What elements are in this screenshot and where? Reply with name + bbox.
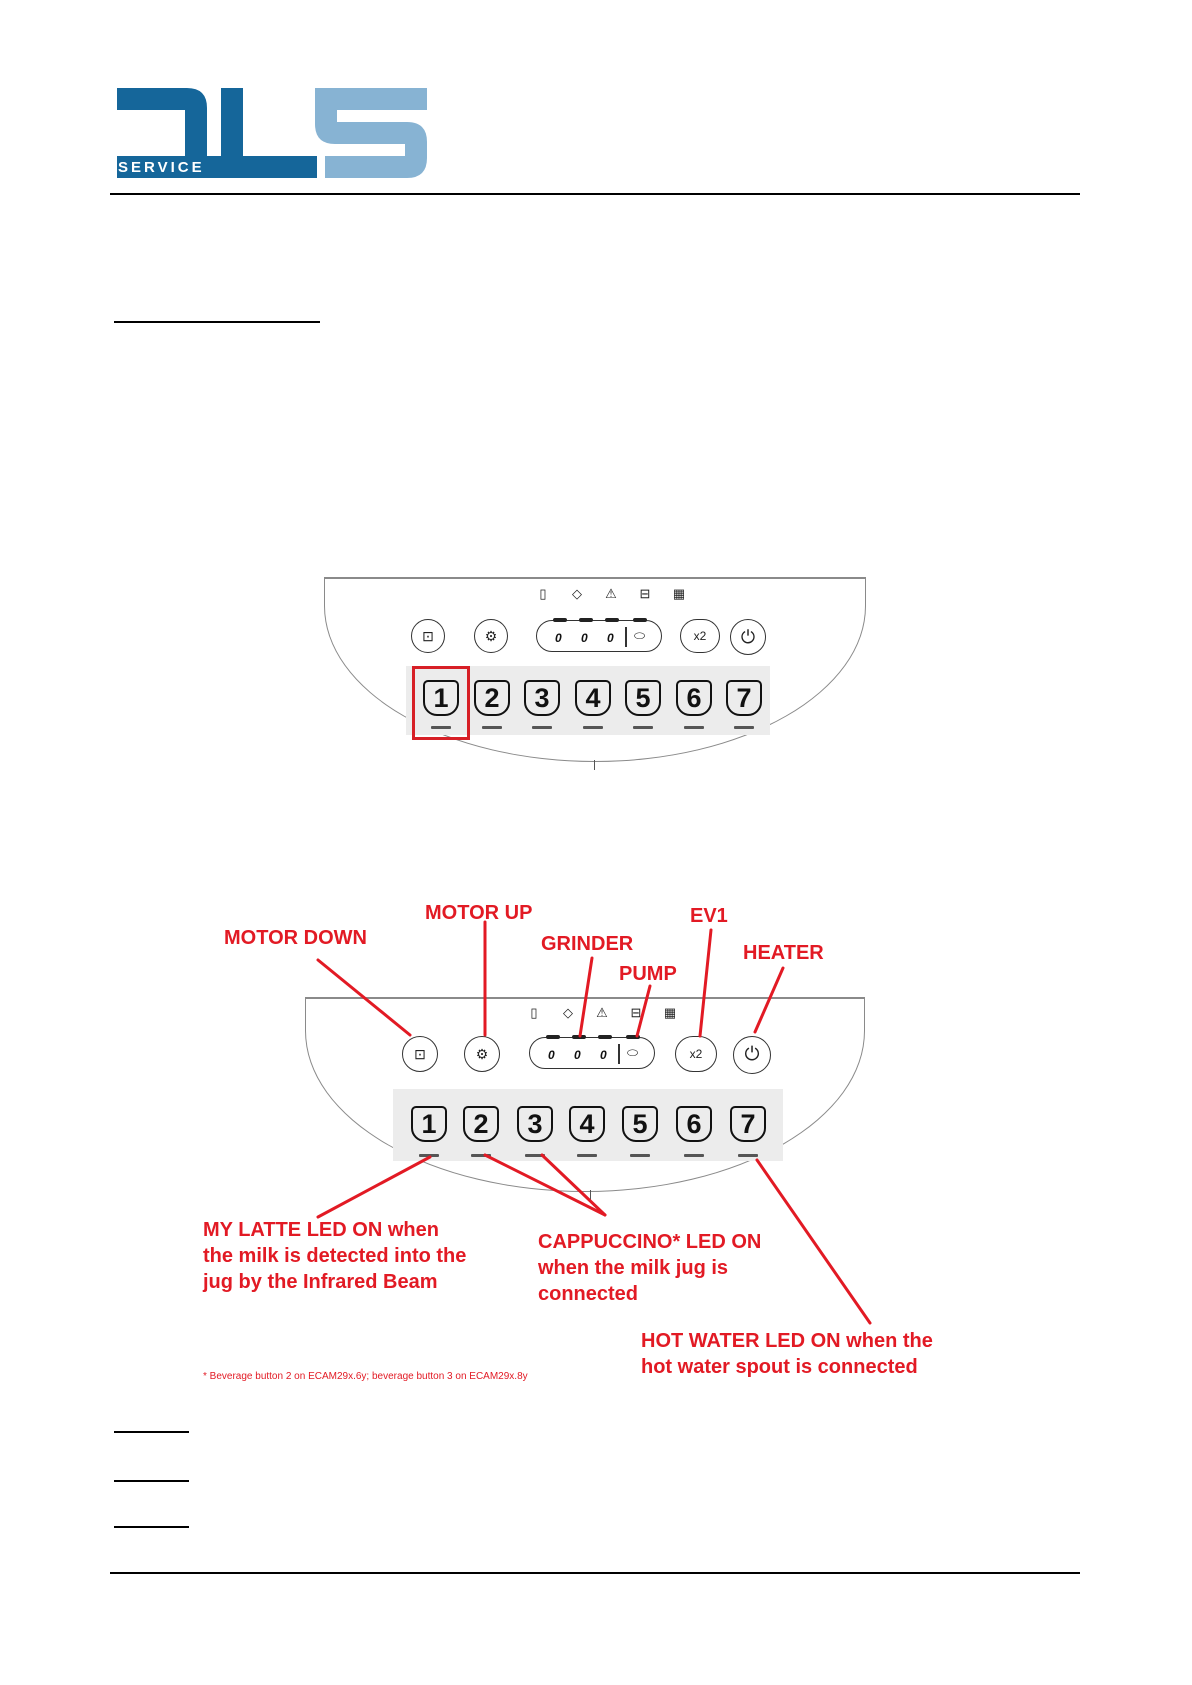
milk-jug-button[interactable]: ⊡	[411, 619, 445, 653]
bottle-icon: ▯	[530, 1005, 538, 1020]
motor-down-label: MOTOR DOWN	[224, 927, 367, 949]
settings-gear-button[interactable]: ⚙	[474, 619, 508, 653]
control-panel-diagram-top: ▯ ◇ ⚠ ⊟ ▦ ⊡ ⚙ 0 0 0 ⬭ x2 ⏻ 1 2 3 4 5 6 7	[324, 577, 866, 770]
beverage-button-3[interactable]: 3	[524, 680, 560, 716]
header-rule	[110, 193, 1080, 195]
status-icons: ▯ ◇ ⚠ ⊟ ▦	[527, 1005, 677, 1021]
led-indicator	[482, 726, 502, 729]
annotation-line: when the milk jug is	[538, 1257, 729, 1279]
note-underline-2	[114, 1480, 189, 1482]
double-cup-button[interactable]: x2	[680, 619, 720, 653]
led-indicator	[734, 726, 754, 729]
warning-icon: ⚠	[605, 586, 617, 601]
annotation-line: jug by the Infrared Beam	[203, 1271, 438, 1293]
annotation-line: MY LATTE LED ON when	[203, 1219, 439, 1241]
highlight-box	[412, 666, 470, 740]
grinder-label: GRINDER	[541, 933, 634, 955]
beverage-button-6[interactable]: 6	[676, 1106, 712, 1142]
led-indicator	[738, 1154, 758, 1157]
tray-icon: ⊟	[630, 1005, 642, 1020]
beverage-button-2[interactable]: 2	[463, 1106, 499, 1142]
bean-icon: 0	[607, 631, 614, 645]
ev1-label: EV1	[690, 905, 728, 927]
annotation-line: CAPPUCCINO* LED ON	[538, 1231, 762, 1253]
beverage-button-4[interactable]: 4	[575, 680, 611, 716]
tray-icon: ⊟	[639, 586, 651, 601]
my-latte-annotation: MY LATTE LED ON when the milk is detecte…	[203, 1217, 466, 1295]
bean-icon: 0	[548, 1048, 555, 1062]
x2-label: x2	[689, 1047, 703, 1061]
water-icon: ▦	[663, 1005, 677, 1020]
power-button[interactable]: ⏻	[730, 619, 766, 655]
bean-icon: 0	[574, 1048, 581, 1062]
beverage-button-1[interactable]: 1	[423, 680, 459, 716]
beverage-button-5[interactable]: 5	[625, 680, 661, 716]
descale-icon: ◇	[563, 1005, 573, 1020]
footer-rule	[110, 1572, 1080, 1574]
annotation-line: connected	[538, 1283, 639, 1305]
status-icons: ▯ ◇ ⚠ ⊟ ▦	[536, 586, 686, 602]
dls-service-logo	[117, 88, 427, 178]
footnote: * Beverage button 2 on ECAM29x.6y; bever…	[203, 1371, 528, 1382]
beverage-strip	[393, 1089, 783, 1161]
beverage-button-3[interactable]: 3	[517, 1106, 553, 1142]
descale-icon: ◇	[572, 586, 582, 601]
key-icon: ⬭	[627, 1045, 639, 1060]
beverage-button-5[interactable]: 5	[622, 1106, 658, 1142]
power-button[interactable]: ⏻	[733, 1036, 771, 1074]
warning-icon: ⚠	[596, 1005, 608, 1020]
led-indicator	[431, 726, 451, 729]
note-underline-3	[114, 1526, 189, 1528]
beverage-button-7[interactable]: 7	[726, 680, 762, 716]
bean-icon: 0	[600, 1048, 607, 1062]
settings-gear-button[interactable]: ⚙	[464, 1036, 500, 1072]
milk-jug-button[interactable]: ⊡	[402, 1036, 438, 1072]
double-cup-button[interactable]: x2	[675, 1036, 717, 1072]
pump-label: PUMP	[619, 963, 677, 985]
bean-icon: 0	[581, 631, 588, 645]
motor-up-label: MOTOR UP	[425, 902, 533, 924]
bean-icon: 0	[555, 631, 562, 645]
hot-water-annotation: HOT WATER LED ON when the hot water spou…	[641, 1328, 933, 1380]
control-panel-diagram-bottom: ▯ ◇ ⚠ ⊟ ▦ ⊡ ⚙ 0 0 0 ⬭ x2 ⏻ 1 2 3 4 5 6 7	[305, 997, 865, 1200]
aroma-selector[interactable]: 0 0 0 ⬭	[536, 618, 662, 652]
led-indicator	[419, 1154, 439, 1157]
beverage-button-1[interactable]: 1	[411, 1106, 447, 1142]
aroma-selector[interactable]: 0 0 0 ⬭	[529, 1035, 655, 1069]
led-indicator	[532, 726, 552, 729]
bottle-icon: ▯	[539, 586, 547, 601]
led-indicator	[525, 1154, 545, 1157]
beverage-button-2[interactable]: 2	[474, 680, 510, 716]
section-heading-underline	[114, 321, 320, 323]
led-indicator	[583, 726, 603, 729]
beverage-button-4[interactable]: 4	[569, 1106, 605, 1142]
beverage-button-7[interactable]: 7	[730, 1106, 766, 1142]
led-indicator	[471, 1154, 491, 1157]
led-indicator	[577, 1154, 597, 1157]
led-indicator	[630, 1154, 650, 1157]
water-icon: ▦	[672, 586, 686, 601]
key-icon: ⬭	[634, 628, 646, 643]
x2-label: x2	[693, 629, 707, 643]
annotation-line: HOT WATER LED ON when the	[641, 1330, 933, 1352]
cappuccino-annotation: CAPPUCCINO* LED ON when the milk jug is …	[538, 1229, 761, 1307]
beverage-strip	[406, 666, 770, 735]
note-underline-1	[114, 1431, 189, 1433]
led-indicator	[684, 726, 704, 729]
heater-label: HEATER	[743, 942, 824, 964]
annotation-line: hot water spout is connected	[641, 1356, 918, 1378]
led-indicator	[633, 726, 653, 729]
beverage-button-6[interactable]: 6	[676, 680, 712, 716]
led-indicator	[684, 1154, 704, 1157]
logo-text: SERVICE	[118, 159, 205, 176]
annotation-line: the milk is detected into the	[203, 1245, 467, 1267]
